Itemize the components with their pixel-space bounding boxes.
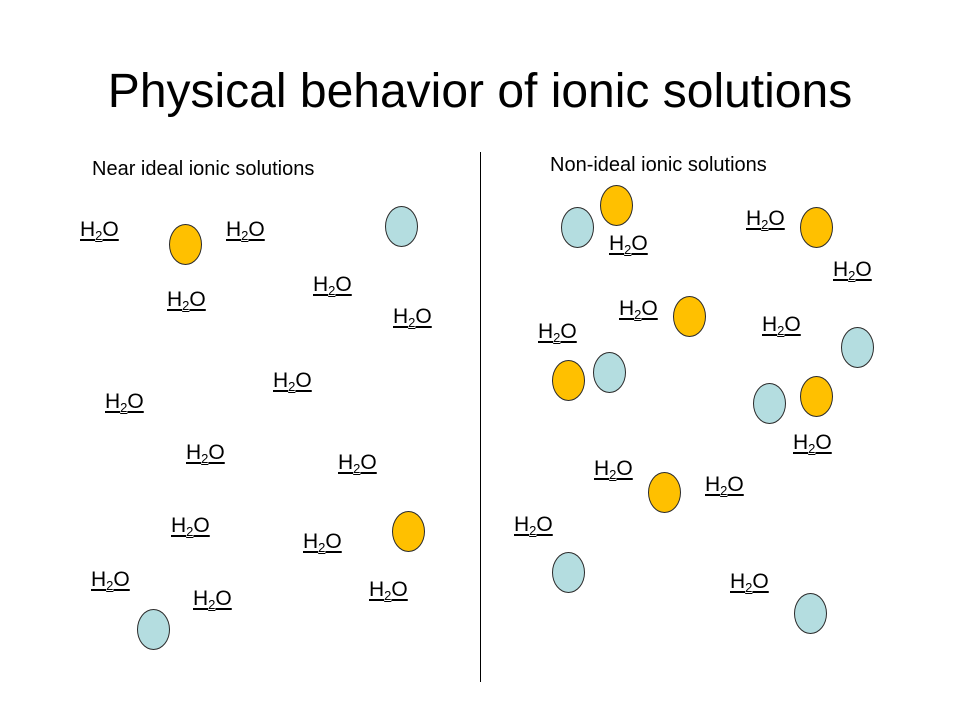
water-molecule-label: H2O	[171, 514, 210, 539]
water-molecule-label: H2O	[514, 513, 553, 538]
water-molecule-label: H2O	[594, 457, 633, 482]
water-molecule-label: H2O	[303, 530, 342, 555]
cation-ion	[551, 359, 585, 401]
water-molecule-label: H2O	[538, 320, 577, 345]
water-molecule-label: H2O	[226, 218, 265, 243]
water-molecule-label: H2O	[193, 587, 232, 612]
water-molecule-label: H2O	[80, 218, 119, 243]
anion-ion	[560, 206, 594, 248]
water-molecule-label: H2O	[105, 390, 144, 415]
cation-ion	[599, 184, 633, 226]
anion-ion	[752, 382, 786, 424]
water-molecule-label: H2O	[369, 578, 408, 603]
anion-ion	[592, 351, 626, 393]
anion-ion	[793, 592, 827, 634]
water-molecule-label: H2O	[793, 431, 832, 456]
water-molecule-label: H2O	[833, 258, 872, 283]
slide-title: Physical behavior of ionic solutions	[107, 65, 853, 118]
water-molecule-label: H2O	[186, 441, 225, 466]
water-molecule-label: H2O	[91, 568, 130, 593]
water-molecule-label: H2O	[609, 232, 648, 257]
water-molecule-label: H2O	[313, 273, 352, 298]
water-molecule-label: H2O	[762, 313, 801, 338]
water-molecule-label: H2O	[338, 451, 377, 476]
water-molecule-label: H2O	[167, 288, 206, 313]
cation-ion	[672, 295, 706, 337]
water-molecule-label: H2O	[619, 297, 658, 322]
water-molecule-label: H2O	[393, 305, 432, 330]
water-molecule-label: H2O	[705, 473, 744, 498]
cation-ion	[647, 471, 681, 513]
panel-divider	[480, 152, 481, 682]
cation-ion	[799, 375, 833, 417]
left-panel-label: Near ideal ionic solutions	[92, 158, 315, 180]
anion-ion	[136, 608, 170, 650]
water-molecule-label: H2O	[730, 570, 769, 595]
cation-ion	[391, 510, 425, 552]
anion-ion	[551, 551, 585, 593]
water-molecule-label: H2O	[273, 369, 312, 394]
anion-ion	[840, 326, 874, 368]
right-panel-label: Non-ideal ionic solutions	[550, 154, 767, 176]
water-molecule-label: H2O	[746, 207, 785, 232]
anion-ion	[384, 205, 418, 247]
cation-ion	[168, 223, 202, 265]
cation-ion	[799, 206, 833, 248]
